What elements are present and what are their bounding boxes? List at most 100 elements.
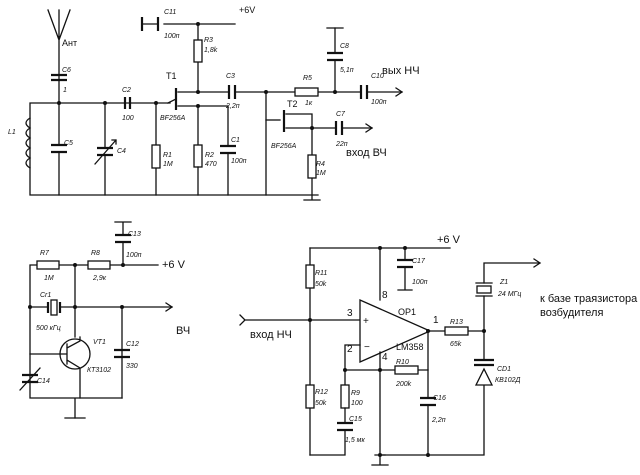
cd1-symbol <box>474 367 494 386</box>
r10-ref: R10 <box>396 359 409 366</box>
c8-ref: C8 <box>340 43 349 50</box>
lf-out-label: вых НЧ <box>382 65 420 77</box>
r11-val: 50k <box>315 281 327 288</box>
pin-4: 4 <box>382 352 388 363</box>
r7-symbol <box>36 260 60 270</box>
r8-symbol <box>87 260 111 270</box>
r2-ref: R2 <box>205 152 214 159</box>
r9-ref: R9 <box>351 390 360 397</box>
pin-8: 8 <box>382 290 388 301</box>
c12-symbol <box>114 348 130 359</box>
c7-symbol <box>334 121 344 135</box>
op1-plus: + <box>363 316 369 327</box>
z1-val: 24 МГц <box>497 291 521 298</box>
r10-val: 200k <box>395 381 412 388</box>
hf-in-label: вход ВЧ <box>346 147 387 159</box>
c8-symbol <box>327 51 343 62</box>
cd1-val: КВ102Д <box>495 377 520 384</box>
antenna-symbol <box>47 9 71 104</box>
c16-val: 2,2п <box>431 417 446 424</box>
opamp-circuit: +6 V C17 100п R11 50k вход НЧ R12 50k + … <box>239 234 638 466</box>
pin-3: 3 <box>347 308 353 319</box>
r11-ref: R11 <box>315 270 327 277</box>
l1-coil <box>25 117 32 169</box>
osc-out-label: ВЧ <box>176 325 190 337</box>
c10-ref: C10 <box>371 73 384 80</box>
r13-ref: R13 <box>450 319 463 326</box>
osc-supply-label: +6 V <box>162 259 186 271</box>
lf-in-label: вход НЧ <box>250 329 292 341</box>
c1-symbol <box>220 144 236 155</box>
lf-out-arrow <box>395 87 404 97</box>
c4-arrow <box>94 139 117 165</box>
c5-ref: C5 <box>64 140 73 147</box>
r12-ref: R12 <box>315 389 328 396</box>
c3-symbol <box>227 85 237 99</box>
r5-symbol <box>294 87 319 97</box>
r8-ref: R8 <box>91 250 100 257</box>
osc-out-arrow <box>165 302 174 312</box>
to-base-label-1: к базе траязистора <box>540 293 638 305</box>
c16-ref: C16 <box>433 395 446 402</box>
opamp-supply-label: +6 V <box>437 234 461 246</box>
c11-symbol <box>140 17 160 31</box>
op1-symbol <box>359 299 432 363</box>
r13-val: 65k <box>450 341 462 348</box>
r4-val: 1M <box>316 170 326 177</box>
rf-supply-label: +6V <box>239 5 255 15</box>
t1-val: BF256A <box>160 115 186 122</box>
r8-val: 2,9к <box>92 275 107 282</box>
c8-val: 5,1п <box>340 67 354 74</box>
r4-ref: R4 <box>316 161 325 168</box>
r7-val: 1M <box>44 275 54 282</box>
c2-symbol <box>123 97 132 109</box>
z1-symbol <box>476 285 492 294</box>
r9-symbol <box>340 384 350 409</box>
c2-ref: C2 <box>122 87 131 94</box>
op1-ref: OP1 <box>398 307 416 317</box>
c13-val: 100п <box>126 252 142 259</box>
z1-ref: Z1 <box>499 279 508 286</box>
c12-val: 330 <box>126 363 138 370</box>
r9-val: 100 <box>351 400 363 407</box>
vt1-val: КТ3102 <box>87 367 111 374</box>
c13-ref: C13 <box>128 231 141 238</box>
to-base-label-2: возбудителя <box>540 307 603 319</box>
r11-symbol <box>305 264 315 289</box>
r1-val: 1M <box>163 161 173 168</box>
c12-ref: C12 <box>126 341 139 348</box>
cr1-symbol <box>50 299 58 316</box>
r3-val: 1,8k <box>204 47 218 54</box>
c6-ref: C6 <box>62 67 71 74</box>
l1-ref: L1 <box>8 129 16 136</box>
c6-symbol <box>51 73 67 82</box>
op1-val: LM358 <box>396 342 424 352</box>
r2-val: 470 <box>205 161 217 168</box>
c6-val: 1 <box>63 87 67 94</box>
c4-symbol <box>97 146 113 157</box>
c3-val: 2,2п <box>225 103 240 110</box>
r1-symbol <box>151 144 161 169</box>
t2-ref: T2 <box>287 99 298 109</box>
r12-val: 50k <box>315 400 327 407</box>
r3-ref: R3 <box>204 37 213 44</box>
r3-symbol <box>193 39 203 63</box>
r2-symbol <box>193 144 203 168</box>
c1-ref: C1 <box>231 137 240 144</box>
opamp-ground <box>371 454 389 466</box>
t1-ref: T1 <box>166 71 177 81</box>
c11-ref: C11 <box>164 9 176 16</box>
oscillator-circuit: C13 100п +6 V R7 1M R8 2,9к Cr1 500 кГц … <box>19 221 190 419</box>
cr1-ref: Cr1 <box>40 292 51 299</box>
c15-val: 1,5 мк <box>345 437 365 444</box>
lf-in-arrow <box>239 314 361 326</box>
rf-receiver-circuit: Ант C6 1 L1 C5 C4 C2 100 R1 1M T1 <box>8 5 420 201</box>
pin-1: 1 <box>433 315 439 326</box>
t2-val: BF256A <box>271 143 297 150</box>
r10-symbol <box>394 365 419 375</box>
r13-symbol <box>444 326 469 336</box>
c14-ref: C14 <box>37 378 50 385</box>
c4-ref: C4 <box>117 148 126 155</box>
c17-symbol <box>397 258 413 269</box>
hf-in-arrow <box>365 123 374 133</box>
